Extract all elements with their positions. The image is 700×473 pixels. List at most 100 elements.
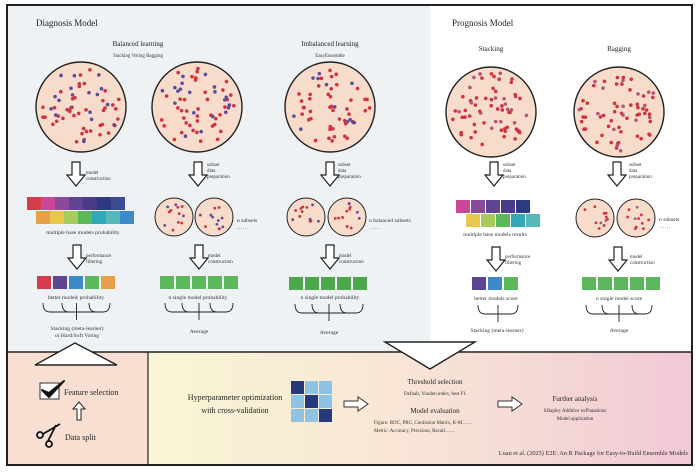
- majority-sample-dot: [84, 129, 89, 134]
- majority-sample-dot: [585, 101, 590, 105]
- majority-sample-dot: [328, 94, 333, 99]
- majority-sample-dot: [51, 122, 55, 127]
- majority-sample-dot: [56, 114, 60, 118]
- majority-sample-dot: [363, 108, 368, 113]
- majority-sample-dot: [190, 74, 194, 79]
- minority-sample-dot: [173, 101, 177, 105]
- minority-sample-dot: [183, 134, 188, 138]
- majority-sample-dot: [116, 97, 121, 102]
- result-label: n single model score: [596, 296, 643, 302]
- grid-cell: [291, 395, 304, 408]
- bars-label: multiple base models probability: [46, 230, 120, 236]
- minority-sample-dot: [226, 105, 231, 110]
- majority-sample-dot: [337, 117, 342, 121]
- majority-sample-dot: [215, 137, 220, 142]
- majority-sample-dot: [615, 104, 619, 109]
- minority-sample-dot: [316, 76, 320, 81]
- majority-sample-dot: [70, 96, 75, 101]
- majority-sample-dot: [604, 211, 608, 215]
- majority-sample-dot: [77, 82, 82, 86]
- combine-label: Stacking (meta-learner): [471, 327, 524, 334]
- majority-sample-dot: [510, 77, 514, 81]
- hyperparameter-label: with cross-validation: [201, 406, 268, 415]
- majority-sample-dot: [518, 96, 522, 101]
- majority-sample-dot: [176, 106, 180, 110]
- step-label: preparation: [207, 175, 230, 180]
- majority-sample-dot: [463, 115, 467, 119]
- majority-sample-dot: [196, 66, 200, 71]
- base-model-block: [481, 214, 495, 227]
- subsets-dots: ……: [659, 224, 670, 230]
- up-triangle-icon: [34, 342, 118, 366]
- majority-sample-dot: [77, 84, 82, 89]
- minority-sample-dot: [503, 102, 508, 106]
- majority-sample-dot: [167, 210, 171, 214]
- majority-sample-dot: [517, 130, 522, 135]
- minority-sample-dot: [332, 105, 337, 109]
- step-label: preparation: [629, 175, 652, 180]
- majority-sample-dot: [337, 216, 340, 220]
- minority-sample-dot: [212, 85, 217, 89]
- majority-sample-dot: [513, 137, 517, 141]
- minority-sample-dot: [209, 213, 213, 217]
- single-model-block: [353, 277, 367, 290]
- majority-sample-dot: [489, 97, 494, 102]
- base-model-block: [466, 214, 480, 227]
- majority-sample-dot: [176, 70, 181, 75]
- majority-sample-dot: [203, 90, 207, 95]
- minority-sample-dot: [512, 121, 517, 125]
- result-label: n single model probability: [301, 295, 360, 301]
- base-model-block: [516, 200, 530, 213]
- minority-sample-dot: [347, 202, 351, 206]
- minority-sample-dot: [524, 113, 529, 118]
- grid-cell: [291, 381, 304, 394]
- majority-sample-dot: [460, 115, 464, 120]
- majority-sample-dot: [329, 104, 334, 109]
- majority-sample-dot: [635, 134, 640, 139]
- majority-sample-dot: [329, 74, 334, 79]
- majority-sample-dot: [342, 118, 347, 123]
- majority-sample-dot: [178, 97, 182, 101]
- feature-selection-label: Feature selection: [64, 388, 118, 397]
- majority-sample-dot: [365, 97, 369, 102]
- evaluation-metric: Metric: Accuracy, Precision, Recall……: [374, 429, 455, 434]
- majority-sample-dot: [313, 138, 318, 143]
- majority-sample-dot: [195, 130, 199, 135]
- grid-cell: [319, 409, 332, 422]
- majority-sample-dot: [182, 97, 187, 102]
- majority-sample-dot: [182, 116, 186, 120]
- diagnosis-title: Diagnosis Model: [36, 18, 98, 28]
- minority-sample-dot: [489, 126, 494, 131]
- further-item: SHapley Additive exPlanations: [544, 409, 607, 414]
- majority-sample-dot: [609, 118, 614, 123]
- minority-sample-dot: [69, 86, 73, 91]
- majority-sample-dot: [308, 109, 313, 114]
- minority-sample-dot: [211, 215, 215, 219]
- minority-sample-dot: [166, 205, 170, 209]
- majority-sample-dot: [328, 124, 333, 129]
- minority-sample-dot: [176, 89, 180, 93]
- base-model-block: [83, 197, 97, 210]
- single-model-block: [598, 277, 612, 290]
- majority-sample-dot: [58, 89, 63, 94]
- base-model-block: [526, 214, 540, 227]
- minority-sample-dot: [351, 120, 356, 125]
- majority-sample-dot: [113, 107, 118, 111]
- majority-sample-dot: [218, 129, 223, 134]
- hyperparameter-label: Hyperparameter optimization: [188, 393, 282, 402]
- minority-sample-dot: [498, 71, 503, 76]
- majority-sample-dot: [41, 115, 45, 119]
- step-label: data: [207, 169, 216, 174]
- majority-sample-dot: [473, 130, 478, 134]
- minority-sample-dot: [635, 205, 639, 209]
- minority-sample-dot: [457, 109, 461, 114]
- base-model-block: [496, 214, 510, 227]
- majority-sample-dot: [221, 88, 225, 92]
- minority-sample-dot: [88, 110, 92, 115]
- base-model-block: [97, 197, 111, 210]
- minority-sample-dot: [57, 98, 61, 103]
- majority-sample-dot: [217, 227, 221, 231]
- majority-sample-dot: [637, 217, 640, 221]
- minority-sample-dot: [593, 79, 597, 84]
- majority-sample-dot: [300, 112, 304, 116]
